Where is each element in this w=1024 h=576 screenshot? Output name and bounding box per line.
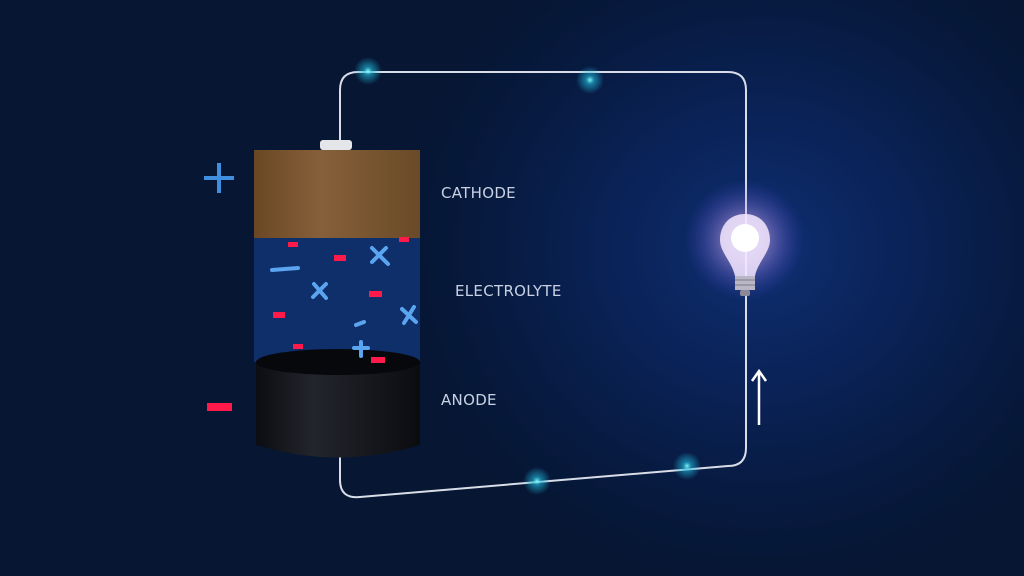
cathode-layer xyxy=(254,150,420,238)
electron-glow xyxy=(523,467,551,495)
electron-glow xyxy=(354,57,382,85)
plus-sign-icon xyxy=(204,163,234,193)
light-bulb-icon xyxy=(685,180,805,300)
electron-glow xyxy=(576,66,604,94)
anode-label: ANODE xyxy=(441,391,497,409)
minus-sign-icon xyxy=(207,403,232,411)
electron-glow xyxy=(673,452,701,480)
electron-glows xyxy=(354,57,701,495)
current-direction-arrow-icon xyxy=(750,368,768,425)
battery xyxy=(254,140,420,458)
electrolyte-label: ELECTROLYTE xyxy=(455,282,562,300)
cathode-label: CATHODE xyxy=(441,184,516,202)
ions xyxy=(270,237,418,363)
battery-terminal xyxy=(320,140,352,150)
anode-top xyxy=(256,349,420,375)
anode-layer xyxy=(256,362,420,458)
